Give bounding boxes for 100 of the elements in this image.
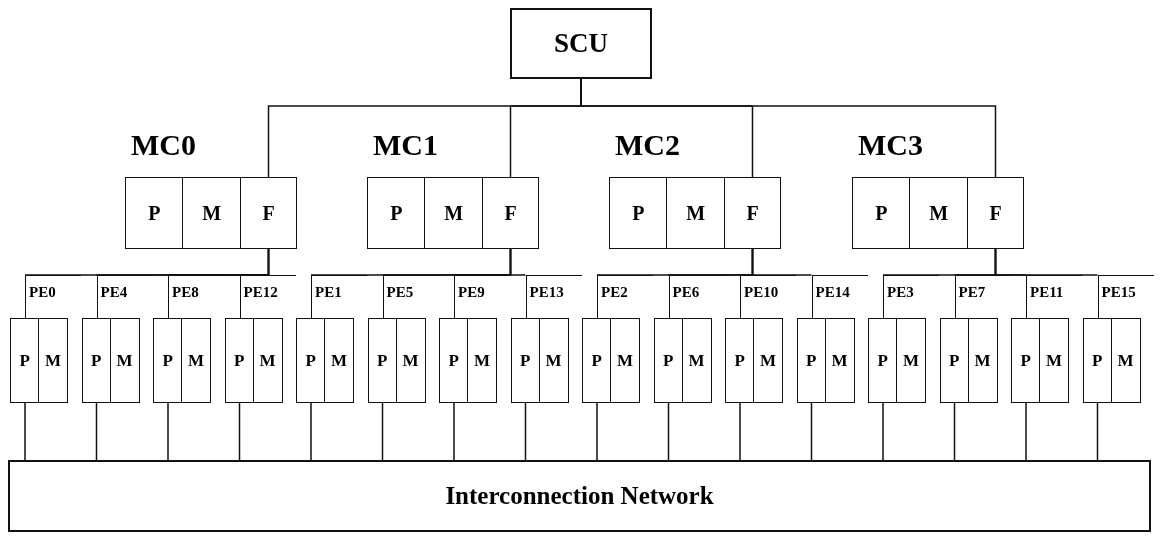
cell-label: P xyxy=(734,350,745,371)
unit-cell xyxy=(939,318,969,403)
cell-label: M xyxy=(259,350,276,371)
cell-label: P xyxy=(448,350,459,371)
unit-cell xyxy=(725,318,755,403)
cell-label: M xyxy=(929,201,949,225)
cell-label: F xyxy=(262,201,275,225)
unit-cell xyxy=(1110,318,1141,403)
cell-label: M xyxy=(44,350,61,371)
cell-label: M xyxy=(545,350,562,371)
unit-cell xyxy=(38,318,68,403)
unit-cell xyxy=(181,318,211,403)
unit-cell xyxy=(653,318,683,403)
unit-cell xyxy=(482,177,539,249)
unit-cell xyxy=(1082,318,1112,403)
cell-label: M xyxy=(759,350,776,371)
cell-label: P xyxy=(877,350,888,371)
unit-cell xyxy=(796,318,826,403)
cell-label: M xyxy=(402,350,419,371)
unit-cell xyxy=(967,318,998,403)
unit-cell xyxy=(439,318,469,403)
cell-label: M xyxy=(616,350,633,371)
module-title: MC1 xyxy=(373,128,438,162)
connector-line xyxy=(882,402,884,461)
module-title: MC0 xyxy=(131,128,196,162)
cell-label: F xyxy=(746,201,759,225)
cell-label: M xyxy=(1045,350,1062,371)
cell-label: P xyxy=(520,350,531,371)
unit-cell xyxy=(967,177,1024,249)
cell-label: M xyxy=(330,350,347,371)
box-label: Interconnection Network xyxy=(445,482,714,510)
connector-line xyxy=(509,248,527,276)
cell-label: P xyxy=(305,350,316,371)
unit-cell xyxy=(252,318,283,403)
connector-line xyxy=(1096,402,1099,461)
cell-label: P xyxy=(234,350,245,371)
connector-line xyxy=(238,248,270,276)
cell-label: P xyxy=(949,350,960,371)
connector-line xyxy=(667,402,670,461)
cell-label: M xyxy=(202,201,222,225)
cell-label: P xyxy=(663,350,674,371)
connector-line xyxy=(751,248,813,276)
connector-line xyxy=(810,402,813,461)
cell-label: P xyxy=(591,350,602,371)
unit-cell xyxy=(681,318,712,403)
unit-cell xyxy=(510,318,540,403)
unit-cell xyxy=(240,177,297,249)
unit-cell xyxy=(1011,318,1041,403)
unit-cell xyxy=(424,177,484,249)
unit-cell xyxy=(753,318,783,403)
box-label: SCU xyxy=(554,28,608,59)
unit-cell xyxy=(824,318,855,403)
cell-label: M xyxy=(1117,350,1134,371)
connector-line xyxy=(167,402,169,461)
unit-cell xyxy=(182,177,242,249)
module-title: MC3 xyxy=(858,128,923,162)
unit-cell xyxy=(395,318,426,403)
unit-cell xyxy=(10,318,40,403)
cell-label: P xyxy=(91,350,102,371)
cell-label: M xyxy=(688,350,705,371)
connector-line xyxy=(994,248,1099,276)
cell-label: M xyxy=(187,350,204,371)
unit-cell xyxy=(609,177,668,249)
cell-label: P xyxy=(806,350,817,371)
connector-line xyxy=(1025,402,1027,461)
unit-cell xyxy=(125,177,184,249)
cell-label: P xyxy=(875,201,888,225)
connector-line xyxy=(381,402,384,461)
cell-label: P xyxy=(632,201,645,225)
unit-cell xyxy=(868,318,898,403)
unit-cell xyxy=(724,177,781,249)
connector-line xyxy=(238,402,241,461)
unit-cell xyxy=(367,318,397,403)
cell-label: M xyxy=(902,350,919,371)
unit-cell xyxy=(224,318,254,403)
cell-label: P xyxy=(1020,350,1031,371)
control-unit-box xyxy=(510,8,652,79)
cell-label: P xyxy=(148,201,161,225)
connector-line xyxy=(596,402,598,461)
connector-line xyxy=(739,402,741,461)
cell-label: P xyxy=(377,350,388,371)
cell-label: M xyxy=(444,201,464,225)
unit-cell xyxy=(296,318,326,403)
unit-cell xyxy=(1039,318,1069,403)
cell-label: P xyxy=(390,201,403,225)
unit-cell xyxy=(538,318,569,403)
module-title: MC2 xyxy=(615,128,680,162)
unit-cell xyxy=(582,318,612,403)
cell-label: M xyxy=(831,350,848,371)
unit-cell xyxy=(896,318,926,403)
unit-cell xyxy=(852,177,911,249)
cell-label: M xyxy=(974,350,991,371)
unit-cell xyxy=(666,177,726,249)
cell-label: P xyxy=(162,350,173,371)
cell-label: M xyxy=(116,350,133,371)
network-box xyxy=(8,460,1151,532)
unit-cell xyxy=(109,318,140,403)
cell-label: M xyxy=(473,350,490,371)
cell-label: F xyxy=(989,201,1002,225)
cell-label: P xyxy=(1092,350,1103,371)
